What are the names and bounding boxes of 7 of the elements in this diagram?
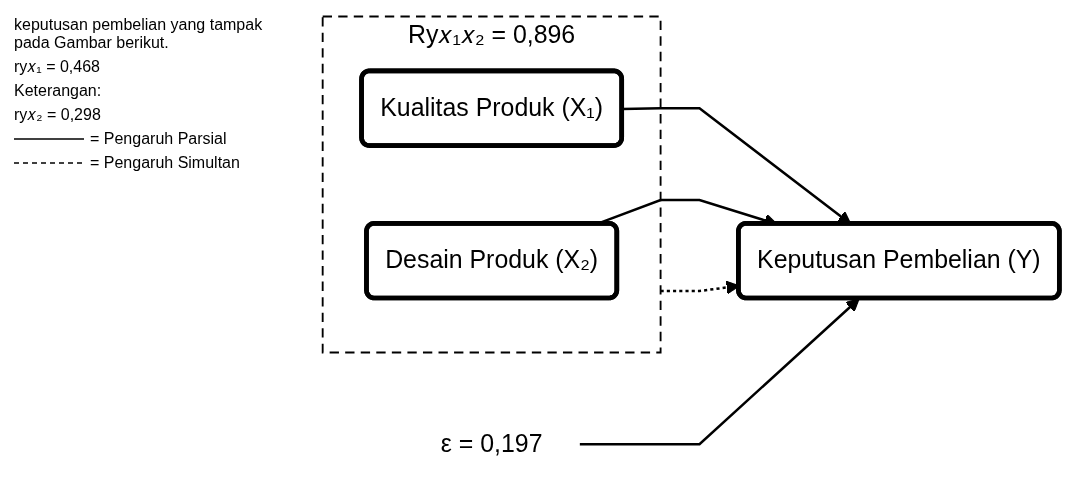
legend-text: = Pengaruh Simultan — [90, 154, 240, 172]
note-text: keputusan pembelian yang tampak pada Gambar berikut. — [14, 16, 264, 52]
note-text: ry𝑥₂ = 0,298 — [14, 106, 102, 124]
note-text: Keterangan: — [14, 82, 103, 100]
node-text: ε = 0,197 — [440, 430, 543, 457]
note-text: ry𝑥₁ = 0,468 — [14, 58, 101, 76]
legend-text: = Pengaruh Parsial — [90, 130, 227, 148]
